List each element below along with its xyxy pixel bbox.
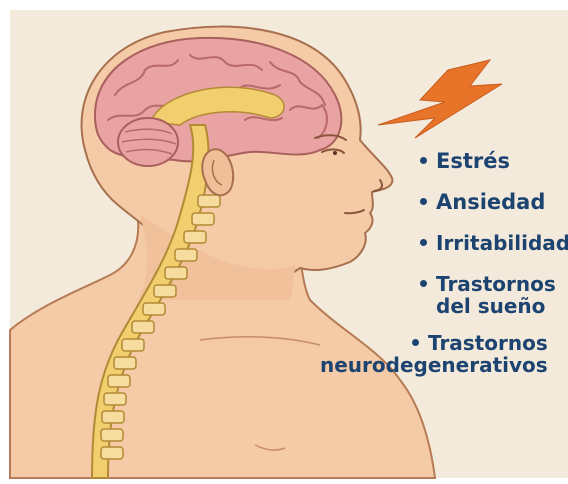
pupil (333, 151, 337, 155)
